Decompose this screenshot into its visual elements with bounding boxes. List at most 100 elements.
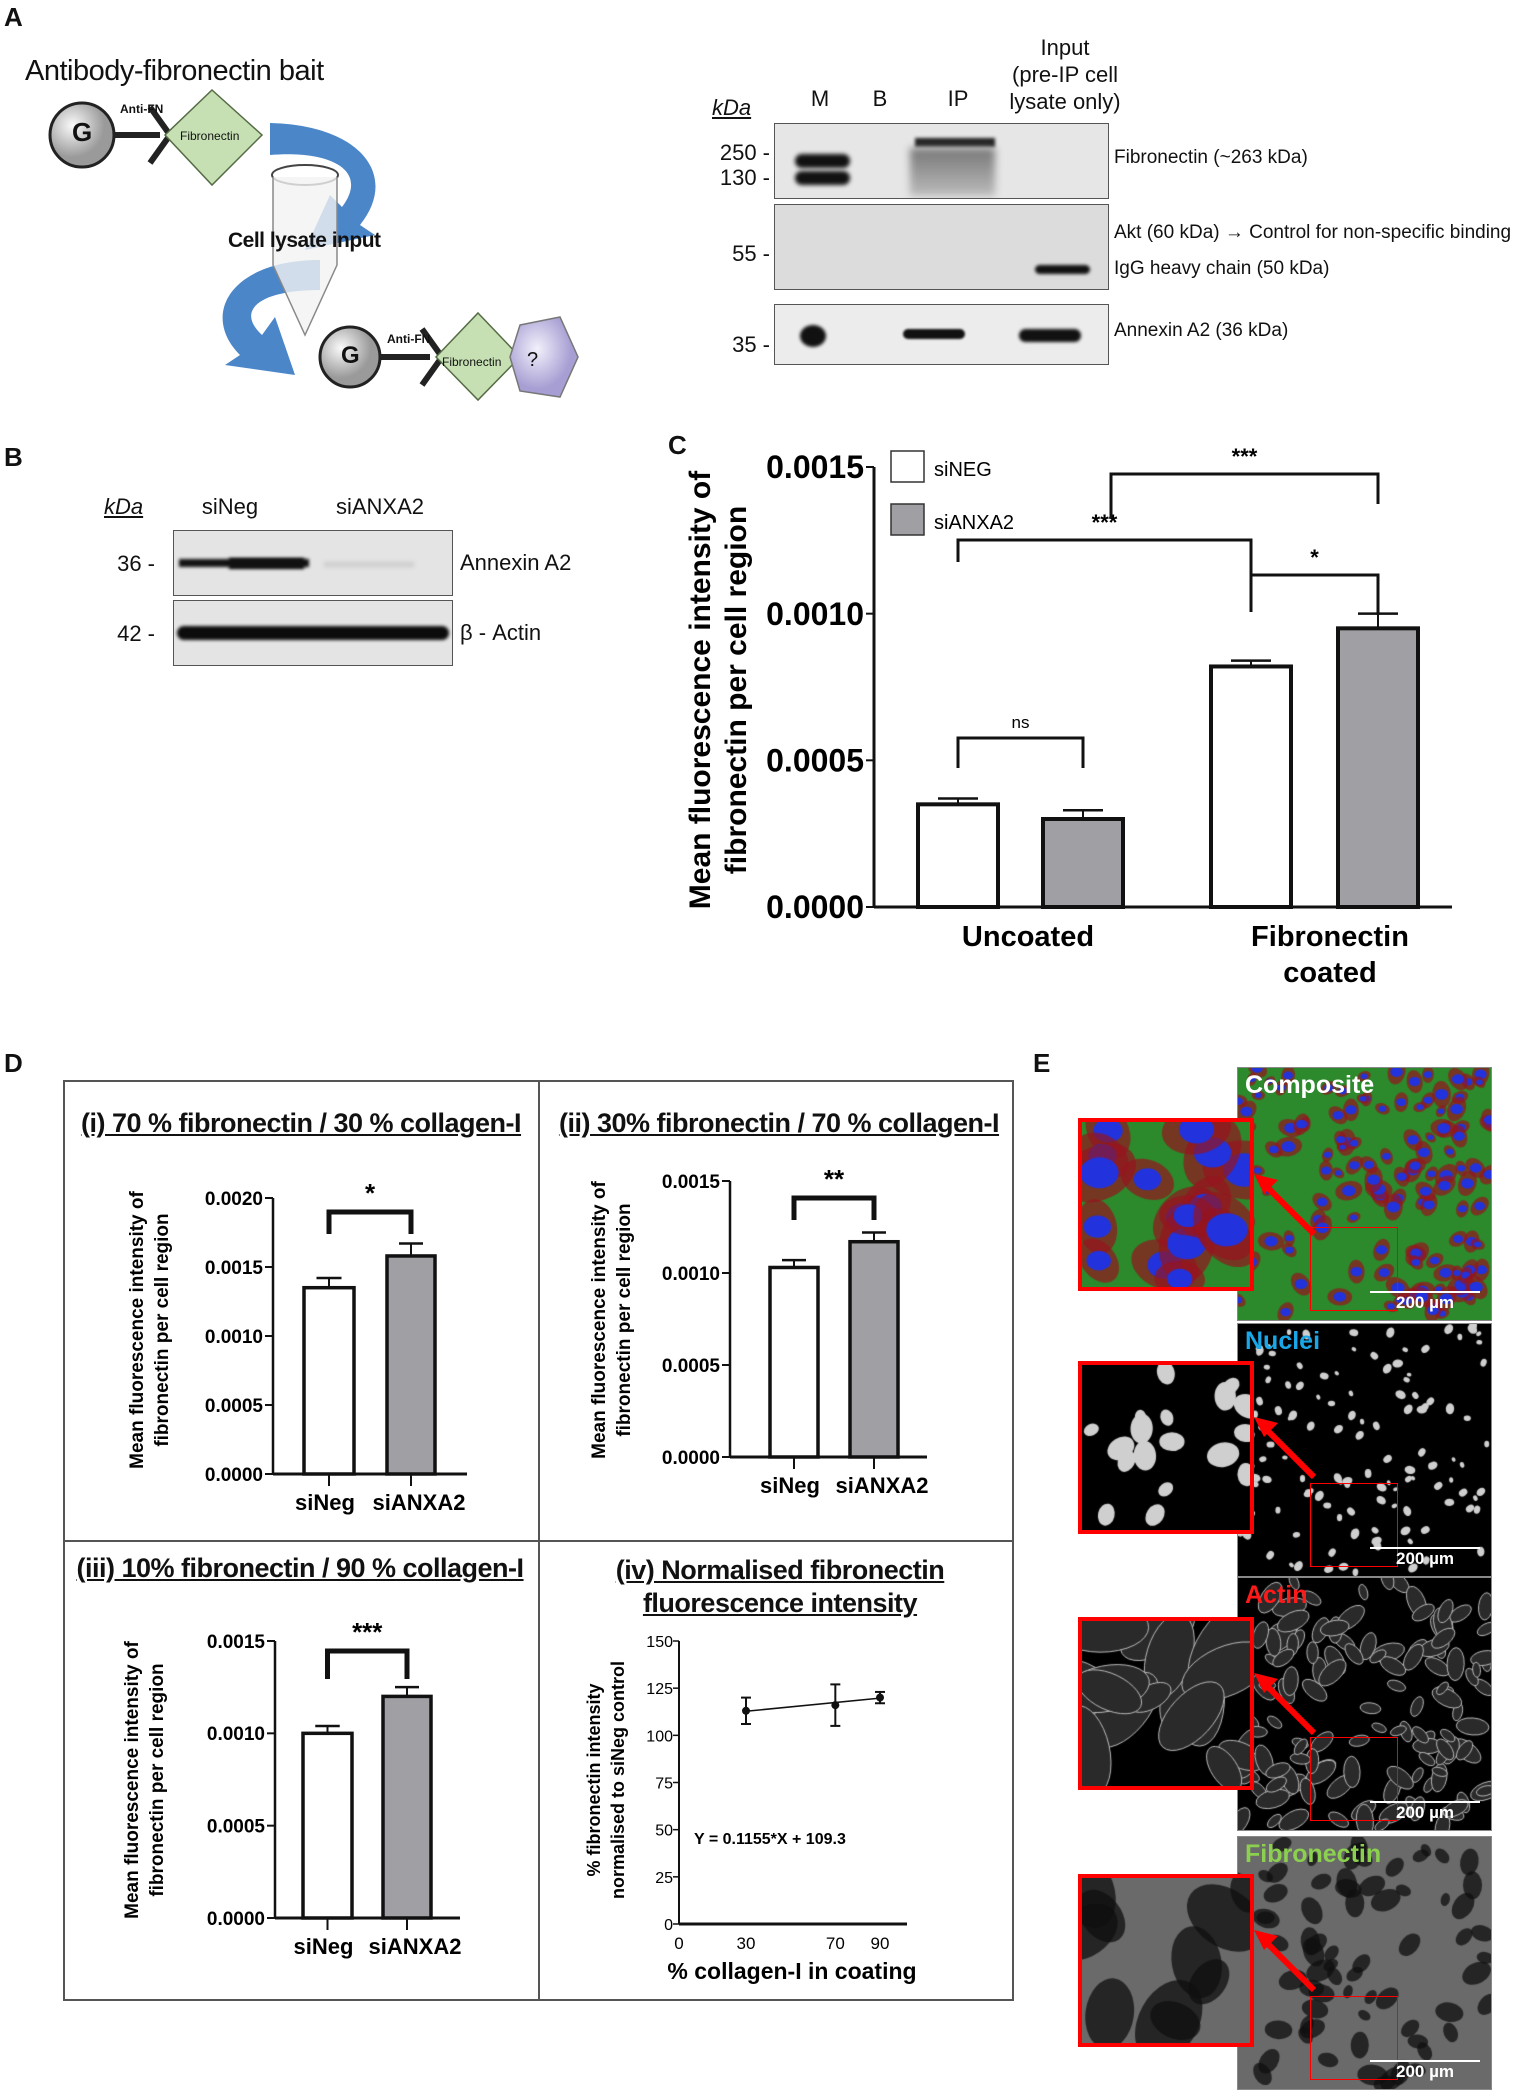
legend-label: siANXA2 — [934, 512, 1014, 534]
y-axis-label: Mean fluorescence intensity of — [127, 1190, 148, 1468]
bait-label: Fibronectin — [442, 355, 502, 369]
bar — [301, 1731, 354, 1920]
lane-sineg: siNeg — [201, 494, 259, 519]
significance-bracket — [326, 1209, 414, 1234]
significance-label: * — [365, 1178, 376, 1208]
y-tick-label: 0.0015 — [207, 1632, 266, 1653]
legend-label: siNEG — [934, 459, 992, 481]
y-tick-label: 0.0010 — [766, 596, 864, 632]
bar — [1336, 626, 1420, 909]
significance-label: *** — [1092, 510, 1118, 535]
y-tick-label: 0.0015 — [662, 1172, 721, 1193]
x-category-label: Fibronectin — [1251, 921, 1409, 953]
y-tick-label: 0.0000 — [205, 1465, 263, 1486]
data-point — [742, 1706, 750, 1715]
y-tick-label: 50 — [655, 1823, 673, 1840]
bar — [1209, 664, 1293, 910]
panel-d-iii-title: (iii) 10% fibronectin / 90 % collagen-I — [76, 1553, 524, 1583]
red-arrow-icon — [1254, 1930, 1317, 1993]
bar — [385, 1254, 437, 1476]
marker-35: 35 - — [732, 332, 770, 357]
x-tick-label: 0 — [674, 1934, 683, 1953]
y-tick-label: 0.0020 — [205, 1189, 263, 1210]
scale-bar: 200 µm — [1370, 1801, 1480, 1823]
bar — [848, 1239, 900, 1459]
significance-bracket — [325, 1648, 410, 1679]
marker-250: 250 - — [719, 140, 770, 165]
significance-bracket — [1109, 472, 1380, 518]
composite-zoom-inset — [1078, 1118, 1254, 1291]
x-tick-label: 70 — [826, 1934, 845, 1953]
band-label-akt: Akt (60 kDa) → Control for non-specific … — [1114, 222, 1512, 243]
panel-label-c: C — [668, 430, 687, 460]
actin-zoom-inset — [1078, 1617, 1254, 1790]
blot-kda-label: kDa — [712, 95, 752, 120]
tube-icon — [271, 164, 339, 337]
y-tick-label: 0.0005 — [766, 742, 864, 778]
legend-swatch — [890, 450, 925, 483]
antibody-label: Anti-FN — [120, 102, 164, 116]
significance-label: *** — [352, 1617, 383, 1647]
fibronectin-zoom-inset — [1078, 1874, 1254, 2047]
x-axis-label: % collagen-I in coating — [667, 1958, 916, 1984]
regression-line — [745, 1697, 881, 1712]
y-tick-label: 0.0000 — [207, 1909, 265, 1930]
bead-label: G — [72, 117, 93, 147]
panel-d-i-title: (i) 70 % fibronectin / 30 % collagen-I — [80, 1108, 522, 1138]
antibody-label: Anti-FN — [387, 332, 431, 346]
bar — [381, 1694, 433, 1920]
annexin-a2-blot — [774, 304, 1109, 365]
y-axis-label: Mean fluorescence intensity of — [122, 1640, 143, 1918]
y-tick-label: 150 — [646, 1634, 673, 1651]
region-of-interest-box — [1310, 1737, 1398, 1821]
y-tick-label: 0.0010 — [662, 1264, 720, 1285]
panel-d-divider-horizontal — [63, 1540, 1014, 1542]
fibronectin-bait-icon — [163, 88, 264, 187]
region-of-interest-box — [1310, 1996, 1398, 2080]
actin-micrograph — [1237, 1577, 1492, 1831]
band-label-actin: β - Actin — [460, 620, 542, 645]
significance-bracket — [956, 736, 1085, 768]
bait-schematic — [48, 88, 579, 402]
nuclei-channel-label: Nuclei — [1245, 1327, 1321, 1355]
y-tick-label: 0.0005 — [205, 1396, 264, 1417]
unknown-label: ? — [527, 349, 539, 371]
x-tick-label: 90 — [871, 1934, 890, 1953]
x-category-label: siNeg — [294, 1934, 354, 1959]
x-category-label: coated — [1283, 957, 1376, 989]
lane-m: M — [810, 86, 830, 111]
y-tick-label: 0.0000 — [766, 889, 864, 925]
y-tick-label: 100 — [646, 1728, 673, 1745]
panel-label-d: D — [4, 1048, 23, 1078]
actin-blot — [173, 600, 453, 666]
significance-bracket — [791, 1195, 877, 1220]
x-category-label: siNeg — [760, 1473, 820, 1498]
lane-b: B — [872, 86, 888, 111]
region-of-interest-box — [1310, 1227, 1398, 1311]
marker-55: 55 - — [732, 241, 770, 266]
fibronectin-micrograph — [1237, 1836, 1492, 2090]
unknown-binding-partner-icon — [509, 316, 579, 398]
y-tick-label: 75 — [655, 1776, 673, 1793]
x-category-label: siANXA2 — [373, 1490, 466, 1515]
significance-bracket — [956, 538, 1253, 612]
region-of-interest-box — [1310, 1483, 1398, 1567]
y-axis-label: Mean fluorescence intensity of — [589, 1180, 610, 1458]
fibronectin-bait-icon — [434, 311, 522, 402]
lane-input: Input (pre-IP cell lysate only) — [1009, 35, 1121, 114]
marker-36: 36 - — [117, 551, 155, 576]
lane-ip: IP — [947, 86, 969, 111]
bead-label: G — [341, 342, 360, 369]
data-point — [876, 1693, 884, 1702]
fibronectin-blot — [774, 123, 1109, 199]
y-tick-label: 0.0005 — [662, 1356, 721, 1377]
significance-label: *** — [1232, 444, 1258, 469]
x-category-label: Uncoated — [962, 921, 1094, 953]
scale-bar: 200 µm — [1370, 1547, 1480, 1569]
akt-igg-blot — [774, 204, 1109, 290]
legend-swatch — [890, 503, 925, 536]
bar — [1041, 817, 1125, 909]
blot-b-kda-label: kDa — [104, 494, 144, 519]
scale-bar: 200 µm — [1370, 2060, 1480, 2082]
significance-label: ns — [1012, 713, 1030, 732]
